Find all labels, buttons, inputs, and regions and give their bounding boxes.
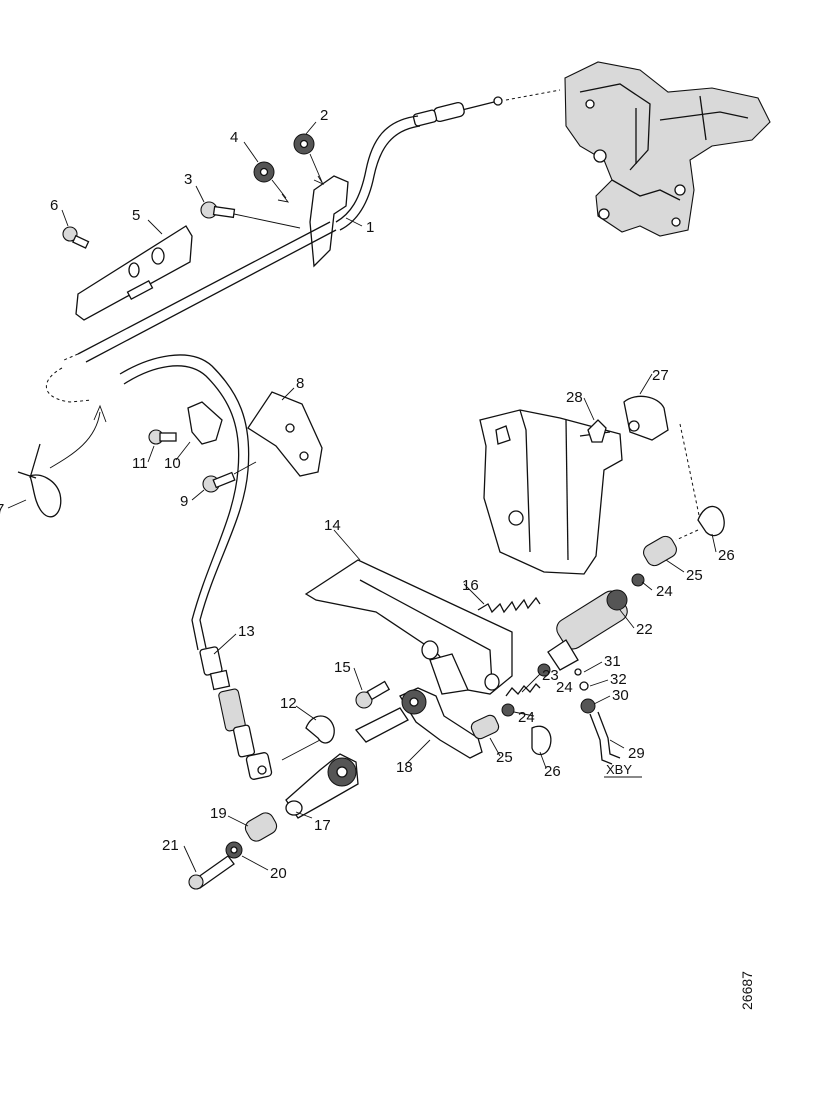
callout-24-middle: 24 xyxy=(556,679,573,696)
callout-25: 25 xyxy=(686,567,703,584)
callout-11: 11 xyxy=(132,455,148,472)
callout-29: 29 xyxy=(628,745,645,762)
callout-25-lower: 25 xyxy=(496,749,513,766)
figure-number: 26687 xyxy=(739,971,755,1010)
upper-bracket-parts xyxy=(62,133,349,363)
callout-26-lower: 26 xyxy=(544,763,561,780)
cable-middle xyxy=(17,354,250,651)
callout-18: 18 xyxy=(396,759,413,776)
callout-26: 26 xyxy=(718,547,735,564)
cable-lower-end xyxy=(199,646,273,780)
callout-6: 6 xyxy=(50,197,58,214)
callout-labels: 1 2 3 4 5 6 7 8 9 10 11 12 13 14 15 16 1… xyxy=(0,107,755,1010)
cylinder-parts xyxy=(479,395,725,765)
callout-10: 10 xyxy=(164,455,181,472)
arm-parts xyxy=(188,715,359,890)
callout-23: 23 xyxy=(542,667,559,684)
cable-upper xyxy=(335,96,503,231)
callout-7: 7 xyxy=(0,501,4,518)
cable-bracket-parts xyxy=(148,391,323,493)
callout-13: 13 xyxy=(238,623,255,640)
callout-5: 5 xyxy=(132,207,140,224)
callout-12: 12 xyxy=(280,695,297,712)
callout-21: 21 xyxy=(162,837,179,854)
lever-parts xyxy=(354,683,552,759)
callout-19: 19 xyxy=(210,805,227,822)
callout-3: 3 xyxy=(184,171,192,188)
callout-22: 22 xyxy=(636,621,653,638)
callout-32: 32 xyxy=(610,671,627,688)
lever-bracket-parts xyxy=(304,559,541,709)
callout-30: 30 xyxy=(612,687,629,704)
callout-15: 15 xyxy=(334,659,351,676)
callout-28: 28 xyxy=(566,389,583,406)
callout-14: 14 xyxy=(324,517,341,534)
leader-lines xyxy=(7,121,717,873)
code-label: XBY xyxy=(606,762,632,777)
callout-27: 27 xyxy=(652,367,669,384)
callout-20: 20 xyxy=(270,865,287,882)
callout-31: 31 xyxy=(604,653,621,670)
callout-2: 2 xyxy=(320,107,328,124)
callout-8: 8 xyxy=(296,375,304,392)
callout-1: 1 xyxy=(366,219,374,236)
callout-17: 17 xyxy=(314,817,331,834)
pedal-bracket-assembly xyxy=(505,61,771,237)
callout-9: 9 xyxy=(180,493,188,510)
callout-24: 24 xyxy=(656,583,673,600)
callout-4: 4 xyxy=(230,129,238,146)
callout-16: 16 xyxy=(462,577,479,594)
callout-24-lower: 24 xyxy=(518,709,535,726)
